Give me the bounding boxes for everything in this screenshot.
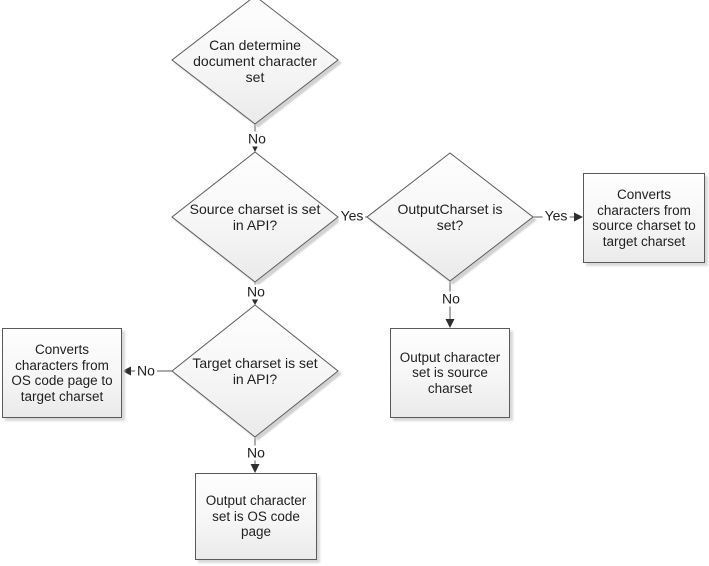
decision-source-charset-label: Source charset is set in API? xyxy=(189,201,321,233)
decision-output-charset-label: OutputCharset is set? xyxy=(397,201,503,233)
edge-label-no: No xyxy=(440,290,462,307)
edge-label-no: No xyxy=(246,130,268,147)
arrowhead-down-icon xyxy=(445,319,455,328)
arrowhead-right-icon xyxy=(574,212,583,222)
decision-can-determine-shape xyxy=(171,0,339,125)
process-output-is-source-charset: Output character set is source charset xyxy=(390,328,510,418)
edge-label-no: No xyxy=(245,283,267,300)
decision-target-charset-shape xyxy=(171,304,339,438)
edge-label-yes: Yes xyxy=(542,207,570,224)
process-output-is-os-code-page: Output character set is OS code page xyxy=(195,473,317,560)
edge-label-no: No xyxy=(135,362,157,379)
arrowhead-left-icon xyxy=(122,366,131,376)
decision-output-charset-shape xyxy=(366,152,534,282)
process-converts-source-to-target-label: Converts characters from source charset … xyxy=(592,187,696,249)
edge-label-no: No xyxy=(245,444,267,461)
process-converts-os-to-target: Converts characters from OS code page to… xyxy=(2,328,122,418)
decision-target-charset-label: Target charset is set in API? xyxy=(192,355,318,387)
process-output-is-os-code-page-label: Output character set is OS code page xyxy=(205,493,307,540)
process-converts-os-to-target-label: Converts characters from OS code page to… xyxy=(11,342,113,404)
process-output-is-source-charset-label: Output character set is source charset xyxy=(399,349,501,396)
process-converts-source-to-target: Converts characters from source charset … xyxy=(583,173,705,263)
decision-source-charset-shape xyxy=(171,151,339,283)
decision-can-determine-label: Can determine document character set xyxy=(193,37,317,85)
arrowhead-down-icon xyxy=(251,298,259,305)
edge-label-yes: Yes xyxy=(338,207,366,224)
arrowhead-down-icon xyxy=(250,464,260,473)
